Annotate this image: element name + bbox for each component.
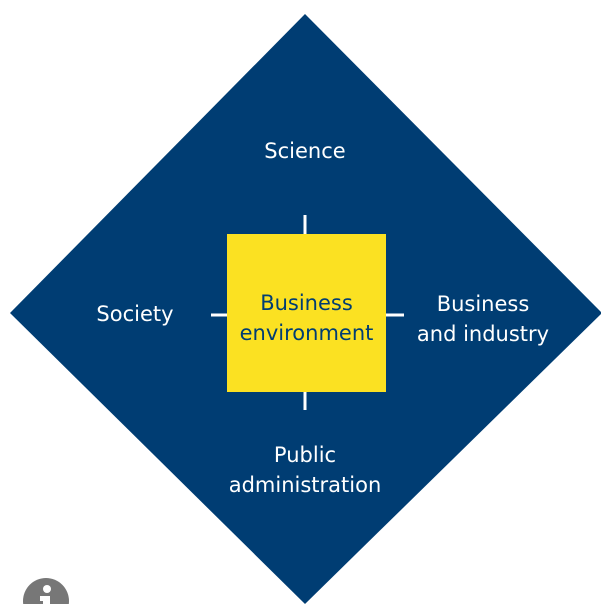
- right-label: Business and industry: [403, 289, 563, 349]
- bottom-label-line2: administration: [228, 473, 382, 497]
- center-label: Business environment: [227, 288, 386, 348]
- bottom-label: Public administration: [205, 440, 405, 500]
- top-label-line1: Science: [264, 139, 346, 163]
- right-label-line1: Business: [436, 292, 530, 316]
- center-label-line2: environment: [239, 321, 374, 345]
- top-label: Science: [205, 136, 405, 166]
- info-icon[interactable]: [23, 578, 69, 604]
- left-label: Society: [75, 299, 195, 329]
- center-label-line1: Business: [260, 291, 353, 315]
- right-label-line2: and industry: [416, 322, 550, 346]
- center-box: [227, 234, 386, 392]
- bottom-label-line1: Public: [273, 443, 337, 467]
- left-label-line1: Society: [96, 302, 174, 326]
